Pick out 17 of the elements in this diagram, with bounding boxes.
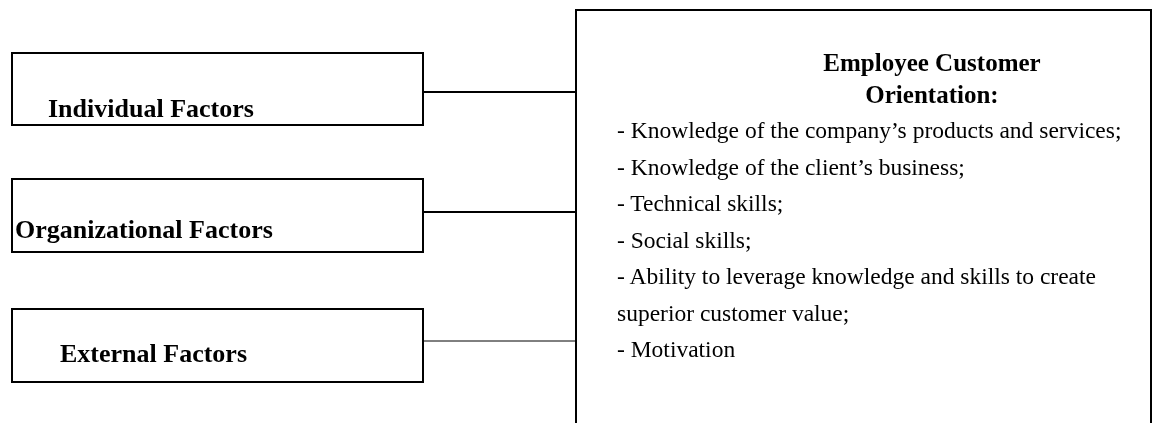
list-item: - Motivation: [617, 335, 737, 364]
connector-line: [423, 211, 576, 213]
orientation-box: [575, 9, 1152, 423]
factor-box: [11, 52, 424, 126]
connector-line: [423, 91, 576, 93]
list-item: - Technical skills;: [617, 189, 785, 218]
box-heading: Employee Customer Orientation:: [822, 48, 1042, 110]
factor-box: [11, 308, 424, 383]
factor-label: Individual Factors: [48, 94, 254, 124]
factor-label: External Factors: [60, 339, 247, 369]
list-item: - Ability to leverage knowledge and skills to create superior customer value;: [617, 262, 1097, 328]
factor-label: Organizational Factors: [15, 215, 273, 245]
list-item: - Knowledge of the company’s products and services;: [617, 116, 1123, 145]
factor-box: [11, 178, 424, 253]
connector-line: [423, 340, 576, 342]
list-item: - Knowledge of the client’s business;: [617, 152, 966, 182]
list-item: - Social skills;: [617, 225, 753, 255]
